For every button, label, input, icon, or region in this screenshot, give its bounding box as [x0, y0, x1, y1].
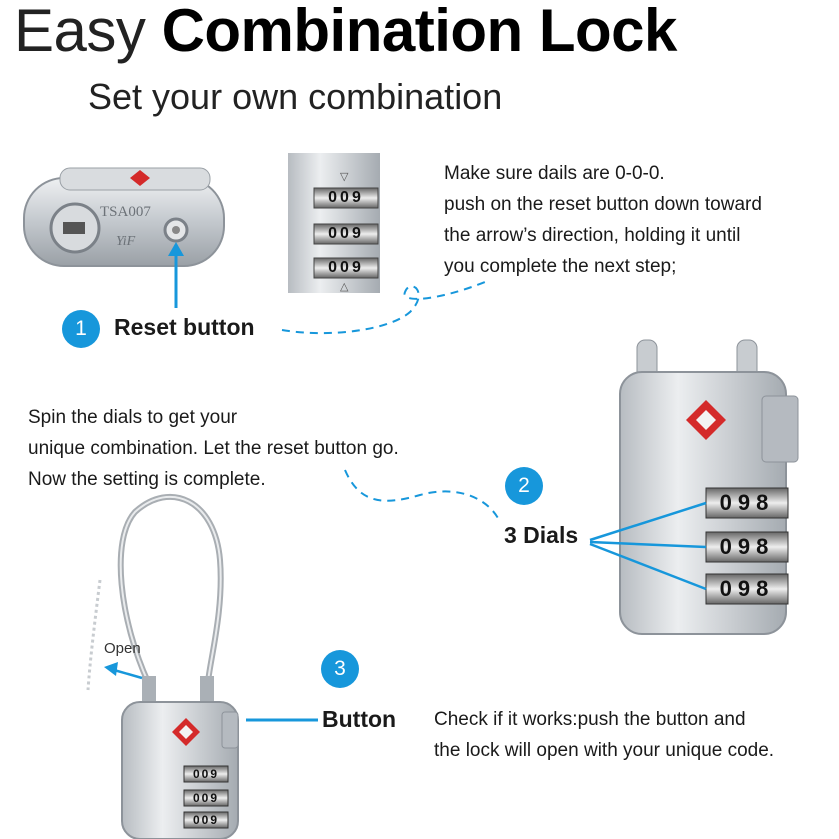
dial-digit: 9: [210, 767, 220, 781]
dial-digit: 8: [756, 576, 775, 601]
reset-button-label: Reset button: [114, 314, 255, 340]
cable-dial-row-1[interactable]: 009: [184, 766, 228, 782]
dial-digit: 9: [351, 259, 364, 276]
dial-closeup-row-2: 009: [314, 224, 378, 244]
title-bold: Combination Lock: [161, 0, 678, 64]
cable-dial-row-3[interactable]: 009: [184, 812, 228, 828]
dial-digit: 9: [210, 813, 220, 827]
dial-row-1[interactable]: 098: [706, 488, 788, 518]
dial-digit: 0: [719, 576, 738, 601]
lock-top-view: [23, 167, 225, 267]
dial-digit: 0: [719, 534, 738, 559]
dial-digit: 0: [328, 259, 341, 276]
step-3-instructions: Check if it works:push the button and th…: [434, 704, 774, 766]
step-3-number: 3: [321, 650, 359, 688]
dial-digit: 8: [756, 534, 775, 559]
dial-digit: 0: [192, 767, 202, 781]
dial-digit: 0: [201, 813, 211, 827]
cable-lock: [86, 493, 239, 839]
instruction-line: the arrow’s direction, holding it until: [444, 225, 741, 246]
dial-digit: 0: [719, 490, 738, 515]
dial-digit: 9: [351, 225, 364, 242]
title-light: Easy: [14, 0, 162, 64]
dial-row-2[interactable]: 098: [706, 532, 788, 562]
dial-digit: 9: [351, 189, 364, 206]
dial-digit: 8: [756, 490, 775, 515]
step-1-number: 1: [62, 310, 100, 348]
lock-brand-engraving: YiF: [116, 234, 136, 249]
dial-digit: 9: [737, 534, 757, 559]
instruction-line: the lock will open with your unique code…: [434, 740, 775, 761]
instruction-line: Make sure dails are 0-0-0.: [444, 163, 665, 184]
step-2-number: 2: [505, 467, 543, 505]
dial-digit: 0: [201, 791, 211, 805]
dial-row-3[interactable]: 098: [706, 574, 788, 604]
lock-model-engraving: TSA007: [100, 204, 151, 220]
dial-digit: 0: [340, 189, 352, 206]
dial-digit: 9: [737, 490, 757, 515]
dial-digit: 0: [192, 813, 202, 827]
button-label: Button: [322, 706, 397, 732]
cable-dial-row-2[interactable]: 009: [184, 790, 228, 806]
step-2-instructions: Spin the dials to get your unique combin…: [28, 402, 399, 495]
dial-digit: 0: [340, 225, 352, 242]
open-label: Open: [104, 640, 141, 657]
dial-digit: 0: [340, 259, 352, 276]
dial-digit: 0: [192, 791, 202, 805]
instruction-line: unique combination. Let the reset button…: [28, 438, 399, 459]
instruction-line: Now the setting is complete.: [28, 469, 266, 490]
dial-closeup-row-3: 009: [314, 258, 378, 278]
dial-closeup-row-1: 009: [314, 188, 378, 208]
dial-digit: 0: [328, 225, 341, 242]
svg-text:▽: ▽: [340, 171, 349, 183]
page-subtitle: Set your own combination: [88, 76, 503, 117]
page-title: Easy Combination Lock: [14, 0, 677, 65]
instruction-line: Spin the dials to get your: [28, 407, 238, 428]
dial-digit: 0: [328, 189, 341, 206]
instruction-line: you complete the next step;: [444, 256, 677, 277]
step-1-instructions: Make sure dails are 0-0-0. push on the r…: [444, 158, 762, 282]
dial-digit: 0: [201, 767, 211, 781]
instruction-line: push on the reset button down toward: [444, 194, 762, 215]
dial-digit: 9: [210, 791, 220, 805]
svg-text:△: △: [340, 281, 349, 293]
dial-digit: 9: [737, 576, 757, 601]
dial-closeup: ▽ △: [288, 153, 380, 293]
dials-label: 3 Dials: [504, 522, 579, 548]
instruction-line: Check if it works:push the button and: [434, 709, 746, 730]
